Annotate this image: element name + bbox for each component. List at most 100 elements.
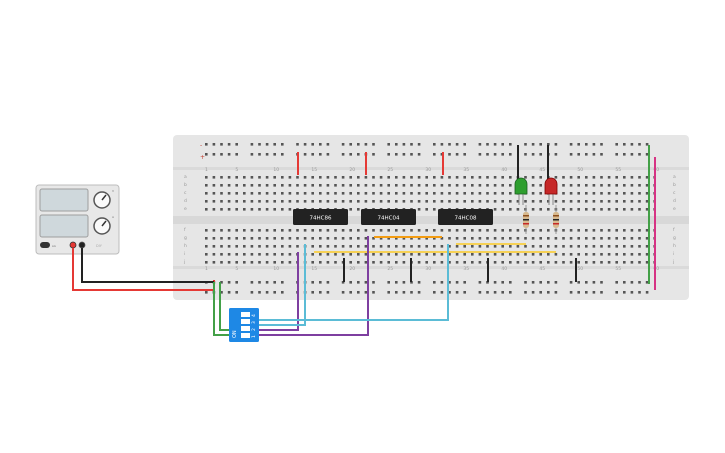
breadboard-hole[interactable]	[547, 208, 550, 211]
breadboard-hole[interactable]	[630, 237, 634, 240]
breadboard-hole[interactable]	[516, 261, 520, 264]
led-green[interactable]	[514, 177, 528, 205]
breadboard-hole[interactable]	[493, 153, 497, 156]
breadboard-hole[interactable]	[402, 176, 406, 179]
breadboard-hole[interactable]	[585, 153, 588, 156]
breadboard-hole[interactable]	[600, 261, 603, 264]
breadboard-hole[interactable]	[623, 253, 626, 256]
breadboard-hole[interactable]	[554, 281, 558, 284]
breadboard-hole[interactable]	[402, 143, 406, 146]
breadboard-hole[interactable]	[425, 200, 428, 203]
breadboard-hole[interactable]	[600, 176, 603, 179]
breadboard-hole[interactable]	[539, 192, 542, 195]
breadboard-hole[interactable]	[326, 184, 330, 187]
breadboard-hole[interactable]	[592, 176, 596, 179]
breadboard-hole[interactable]	[357, 200, 360, 203]
breadboard-hole[interactable]	[585, 200, 588, 203]
breadboard-hole[interactable]	[524, 153, 527, 156]
breadboard-hole[interactable]	[638, 253, 641, 256]
breadboard-hole[interactable]	[334, 237, 337, 240]
breadboard-hole[interactable]	[387, 184, 390, 187]
breadboard-hole[interactable]	[486, 192, 489, 195]
breadboard-hole[interactable]	[212, 261, 216, 264]
breadboard-hole[interactable]	[600, 291, 603, 294]
breadboard-hole[interactable]	[425, 192, 428, 195]
breadboard-hole[interactable]	[547, 229, 550, 232]
breadboard-hole[interactable]	[243, 253, 246, 256]
breadboard-hole[interactable]	[212, 192, 216, 195]
breadboard-hole[interactable]	[205, 291, 208, 294]
breadboard-hole[interactable]	[387, 281, 390, 284]
breadboard-hole[interactable]	[615, 200, 618, 203]
breadboard-hole[interactable]	[205, 208, 208, 211]
breadboard-hole[interactable]	[227, 192, 231, 195]
breadboard-hole[interactable]	[357, 192, 360, 195]
breadboard-hole[interactable]	[364, 200, 368, 203]
breadboard-hole[interactable]	[600, 208, 603, 211]
breadboard-hole[interactable]	[235, 192, 238, 195]
breadboard-hole[interactable]	[645, 253, 649, 256]
breadboard-hole[interactable]	[319, 281, 322, 284]
breadboard-hole[interactable]	[478, 253, 482, 256]
breadboard-hole[interactable]	[524, 176, 527, 179]
breadboard-hole[interactable]	[509, 153, 512, 156]
breadboard-hole[interactable]	[334, 245, 337, 248]
breadboard-hole[interactable]	[509, 229, 512, 232]
breadboard-hole[interactable]	[592, 253, 596, 256]
breadboard-hole[interactable]	[509, 208, 512, 211]
breadboard-hole[interactable]	[372, 245, 375, 248]
breadboard-hole[interactable]	[471, 245, 474, 248]
breadboard-hole[interactable]	[478, 192, 482, 195]
breadboard-hole[interactable]	[258, 291, 261, 294]
breadboard-hole[interactable]	[455, 184, 459, 187]
breadboard-hole[interactable]	[296, 184, 299, 187]
breadboard-hole[interactable]	[554, 253, 558, 256]
breadboard-hole[interactable]	[341, 281, 345, 284]
breadboard-hole[interactable]	[288, 245, 292, 248]
breadboard-hole[interactable]	[281, 184, 284, 187]
breadboard-hole[interactable]	[334, 261, 337, 264]
breadboard-hole[interactable]	[220, 208, 223, 211]
breadboard-hole[interactable]	[326, 245, 330, 248]
breadboard-hole[interactable]	[493, 176, 497, 179]
breadboard-hole[interactable]	[395, 245, 398, 248]
breadboard-hole[interactable]	[448, 245, 451, 248]
breadboard-hole[interactable]	[395, 291, 398, 294]
breadboard-hole[interactable]	[387, 200, 390, 203]
breadboard-hole[interactable]	[243, 229, 246, 232]
breadboard-hole[interactable]	[463, 153, 466, 156]
breadboard-hole[interactable]	[623, 261, 626, 264]
breadboard-hole[interactable]	[486, 245, 489, 248]
breadboard-hole[interactable]	[364, 184, 368, 187]
breadboard-hole[interactable]	[311, 192, 314, 195]
breadboard-hole[interactable]	[265, 237, 269, 240]
breadboard-hole[interactable]	[585, 281, 588, 284]
breadboard-hole[interactable]	[440, 153, 444, 156]
breadboard-hole[interactable]	[592, 143, 596, 146]
breadboard-hole[interactable]	[387, 253, 390, 256]
breadboard-hole[interactable]	[319, 153, 322, 156]
breadboard-hole[interactable]	[212, 253, 216, 256]
breadboard-hole[interactable]	[607, 176, 611, 179]
breadboard-hole[interactable]	[486, 176, 489, 179]
breadboard-hole[interactable]	[539, 229, 542, 232]
breadboard-hole[interactable]	[372, 237, 375, 240]
breadboard-hole[interactable]	[569, 281, 573, 284]
breadboard-hole[interactable]	[258, 192, 261, 195]
breadboard-hole[interactable]	[258, 153, 261, 156]
breadboard-hole[interactable]	[623, 200, 626, 203]
breadboard-hole[interactable]	[281, 192, 284, 195]
breadboard-hole[interactable]	[326, 237, 330, 240]
breadboard-hole[interactable]	[516, 208, 520, 211]
breadboard-hole[interactable]	[630, 229, 634, 232]
breadboard-hole[interactable]	[577, 176, 580, 179]
breadboard-hole[interactable]	[539, 176, 542, 179]
breadboard-hole[interactable]	[630, 253, 634, 256]
breadboard-hole[interactable]	[243, 208, 246, 211]
breadboard-hole[interactable]	[273, 261, 276, 264]
breadboard-hole[interactable]	[258, 176, 261, 179]
breadboard-hole[interactable]	[273, 291, 276, 294]
breadboard-hole[interactable]	[364, 143, 368, 146]
breadboard-hole[interactable]	[592, 245, 596, 248]
breadboard-hole[interactable]	[243, 184, 246, 187]
